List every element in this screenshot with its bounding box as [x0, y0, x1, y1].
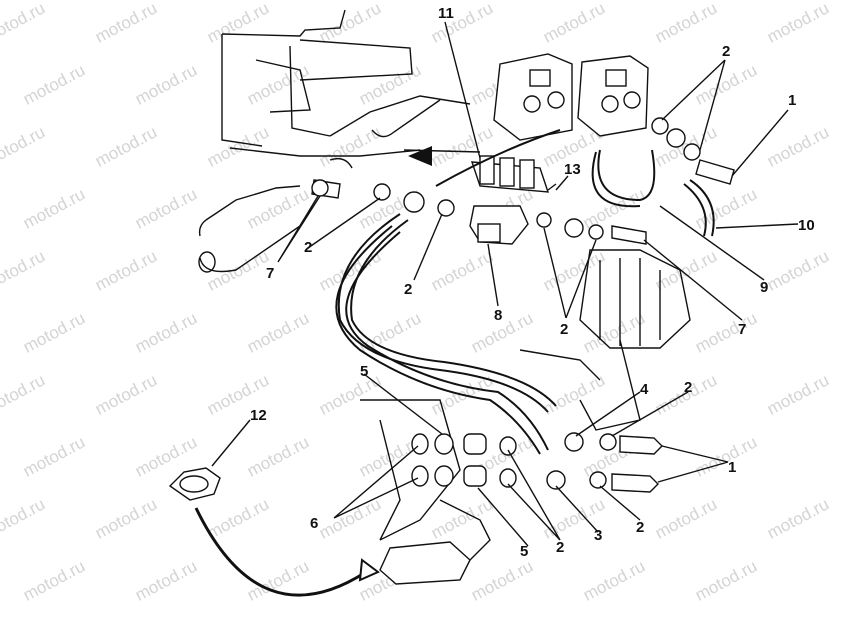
- long-brake-hoses: [335, 213, 557, 455]
- cap-location-arrow: [194, 507, 367, 597]
- callout-7-right: 7: [738, 321, 747, 338]
- upper-fittings: [311, 117, 735, 245]
- frame-outline: [198, 9, 481, 273]
- callout-9: 9: [760, 279, 769, 296]
- hose-bracket: [470, 155, 550, 193]
- lower-fittings: [411, 432, 663, 493]
- callout-2-bottom: 2: [556, 539, 565, 556]
- reservoir-cap: [168, 467, 221, 501]
- engine-block: [519, 249, 691, 431]
- callout-5-lower: 5: [520, 543, 529, 560]
- direction-arrow: [408, 146, 432, 166]
- callout-2-bottom-right: 2: [636, 519, 645, 536]
- upper-brake-lines: [435, 129, 715, 237]
- callout-8: 8: [494, 307, 503, 324]
- callout-2-lower-right: 2: [684, 379, 693, 396]
- junction-block: [469, 183, 557, 245]
- callout-11: 11: [438, 5, 454, 22]
- callout-7-left: 7: [266, 265, 275, 282]
- callout-2-center: 2: [404, 281, 413, 298]
- callout-6: 6: [310, 515, 319, 532]
- callout-12: 12: [250, 407, 267, 424]
- callout-2-mid: 2: [560, 321, 569, 338]
- callout-3: 3: [594, 527, 603, 544]
- caliper-mounts: [493, 53, 649, 141]
- callout-4: 4: [640, 381, 649, 398]
- callout-2-top: 2: [722, 43, 731, 60]
- leader-lines: [211, 21, 799, 547]
- callout-1-lower: 1: [728, 459, 737, 476]
- callout-10: 10: [798, 217, 815, 234]
- callout-5-upper: 5: [360, 363, 369, 380]
- callout-13: 13: [564, 161, 581, 178]
- cap-location-arrowhead: [358, 558, 380, 582]
- callout-2-left: 2: [304, 239, 313, 256]
- callout-1-top: 1: [788, 92, 797, 109]
- lower-assembly: [360, 399, 491, 585]
